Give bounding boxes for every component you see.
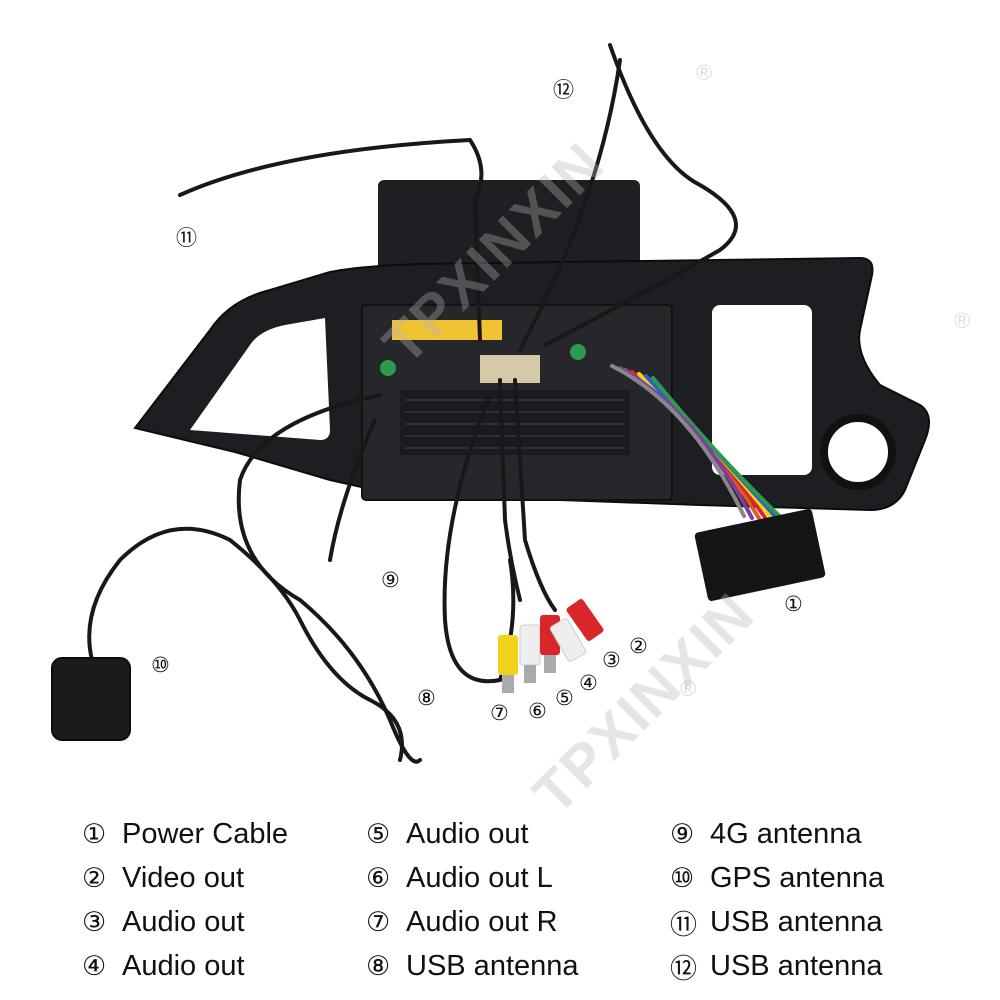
legend-num: ① [82,818,107,849]
legend: ① Power Cable ② Video out ③ Audio out ④ Audi… [0,812,1000,992]
legend-item-9: ⑨ 4G antenna [670,812,884,856]
callout-12: ⑫ [553,79,574,102]
green-connector-right [570,344,586,360]
legend-num: ② [82,862,107,893]
product-photo [51,43,930,764]
legend-num: ⑤ [366,818,391,849]
gps-cable-10 [87,526,404,762]
legend-num: ④ [82,950,107,981]
plug-block [480,355,540,383]
legend-num: ③ [82,906,107,937]
rca-plugs [498,599,604,693]
usb-cable-12 [543,43,738,347]
legend-label: GPS antenna [710,861,885,894]
callout-5: ⑤ [555,687,574,710]
legend-label: USB antenna [710,905,883,938]
callout-6: ⑥ [528,700,547,723]
legend-label: Audio out [406,817,529,850]
legend-item-12: ⑫ USB antenna [670,944,884,988]
legend-num: ⑦ [366,906,391,937]
legend-item-10: ⑩ GPS antenna [670,856,884,900]
watermark-reg: ® [696,60,713,85]
usb-cable-11 [178,137,484,342]
legend-num: ⑧ [366,950,391,981]
legend-num: ⑫ [670,953,697,984]
bezel-right-cutout [712,305,812,475]
callout-2: ② [629,635,648,658]
callout-9: ⑨ [381,569,400,592]
legend-item-6: ⑥ Audio out L [366,856,579,900]
4g-cable-9 [236,393,422,764]
watermark-reg-3: ® [680,676,697,701]
label-sticker [392,320,502,340]
green-connector-left [380,360,396,376]
legend-label: Audio out R [406,905,558,938]
legend-num: ⑥ [366,862,391,893]
bezel-left-cutout [190,318,330,440]
legend-item-7: ⑦ Audio out R [366,900,579,944]
callout-8: ⑧ [417,687,436,710]
legend-column-1: ① Power Cable ② Video out ③ Audio out ④ Audi… [82,812,288,988]
legend-label: Audio out [122,905,245,938]
callout-11: ⑪ [176,227,197,250]
power-connector [694,509,826,601]
legend-label: Video out [122,861,245,894]
legend-item-3: ③ Audio out [82,900,288,944]
legend-label: 4G antenna [710,817,862,850]
legend-item-11: ⑪ USB antenna [670,900,884,944]
legend-item-2: ② Video out [82,856,288,900]
legend-label: USB antenna [406,949,579,982]
legend-label: Power Cable [122,817,289,850]
legend-item-1: ① Power Cable [82,812,288,856]
screen-back-box [378,180,640,275]
callout-4: ④ [579,672,598,695]
callout-7: ⑦ [490,702,509,725]
gps-antenna-puck [51,657,131,741]
legend-label: USB antenna [710,949,883,982]
callout-10: ⑩ [151,654,170,677]
legend-num: ⑨ [670,818,695,849]
legend-item-8: ⑧ USB antenna [366,944,579,988]
watermark-reg-2: ® [954,308,971,333]
callout-3: ③ [602,649,621,672]
legend-item-5: ⑤ Audio out [366,812,579,856]
legend-num: ⑩ [670,862,695,893]
legend-label: Audio out L [406,861,553,894]
usb-cable-8 [442,393,516,684]
bezel-round-hole [820,414,896,490]
legend-label: Audio out [122,949,245,982]
legend-num: ⑪ [670,909,697,940]
callout-1: ① [784,593,803,616]
legend-column-2: ⑤ Audio out ⑥ Audio out L ⑦ Audio out R ⑧ US… [366,812,579,988]
legend-item-4: ④ Audio out [82,944,288,988]
